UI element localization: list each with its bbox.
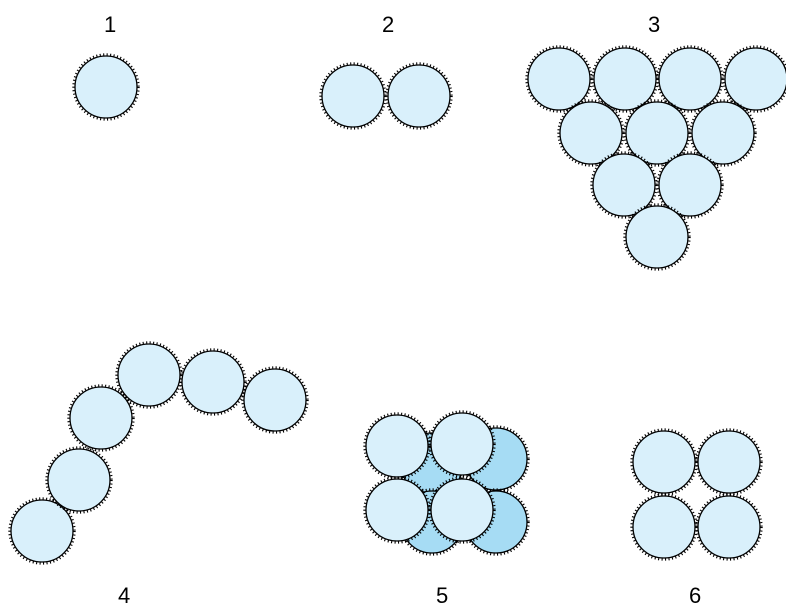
panel-5-sphere-icon-1 — [365, 414, 429, 478]
panel-5-sphere-icon-2 — [430, 412, 494, 476]
panel-2-label: 2 — [382, 12, 395, 37]
panel-3-sphere-icon-7-rim — [689, 99, 757, 167]
panel-4-sphere-icon-2 — [47, 448, 111, 512]
panel-2-sphere-icon-1 — [321, 64, 385, 128]
panel-6-sphere-icon-4 — [697, 495, 761, 559]
panel-3-sphere-icon-9 — [658, 153, 722, 217]
panel-4-sphere-icon-5 — [181, 350, 245, 414]
panel-3-sphere-icon-9-rim — [656, 151, 724, 219]
panel-3-sphere-icon-10-rim — [623, 203, 691, 271]
panel-6-sphere-icon-4-rim — [695, 493, 763, 561]
panel-4-sphere-icon-3 — [69, 386, 133, 450]
panel-4-sphere-icon-5-rim — [179, 348, 247, 416]
panel-4-sphere-icon-6-rim — [241, 366, 309, 434]
panel-5-sphere-icon-4-rim — [428, 476, 496, 544]
panel-4-sphere-icon-4 — [117, 343, 181, 407]
panel-3-sphere-icon-10 — [625, 205, 689, 269]
panel-1-sphere-icon-1-rim — [72, 53, 140, 121]
panel-4-sphere-icon-1-rim — [8, 497, 76, 565]
panel-6-sphere-icon-2-rim — [695, 428, 763, 496]
panel-6-sphere-icon-2 — [697, 430, 761, 494]
panel-3-sphere-icon-4-rim — [722, 45, 786, 113]
panel-1-sphere-icon-1 — [74, 55, 138, 119]
panel-2-sphere-icon-2-rim — [385, 62, 453, 130]
panel-3-sphere-icon-4 — [724, 47, 786, 111]
panel-5-label: 5 — [436, 583, 449, 608]
panel-6-circles — [630, 428, 763, 561]
panel-1-circles — [72, 53, 140, 121]
panel-6-label: 6 — [689, 583, 702, 608]
panel-4-sphere-icon-1 — [10, 499, 74, 563]
panel-3-sphere-icon-8-rim — [590, 151, 658, 219]
panel-4-circles — [8, 341, 309, 565]
panel-3-sphere-icon-1 — [527, 47, 591, 111]
panel-3-sphere-icon-3 — [658, 47, 722, 111]
panel-3-sphere-icon-7 — [691, 101, 755, 165]
panel-5-sphere-icon-3 — [365, 478, 429, 542]
panel-1-label: 1 — [104, 12, 117, 37]
panel-5-circles — [363, 410, 530, 556]
panel-3-sphere-icon-6 — [625, 101, 689, 165]
panel-3-sphere-icon-8 — [592, 153, 656, 217]
panel-3-sphere-icon-5 — [559, 101, 623, 165]
panel-4-sphere-icon-3-rim — [67, 384, 135, 452]
panel-5-sphere-icon-2-rim — [428, 410, 496, 478]
panel-6-sphere-icon-1 — [632, 430, 696, 494]
panel-6-sphere-icon-3 — [632, 495, 696, 559]
panel-4-sphere-icon-6 — [243, 368, 307, 432]
panel-2-circles — [319, 62, 453, 130]
panel-3-label: 3 — [648, 12, 661, 37]
panel-4-label: 4 — [118, 583, 131, 608]
panel-5-sphere-icon-4 — [430, 478, 494, 542]
panel-3-sphere-icon-2 — [593, 47, 657, 111]
panel-3-circles — [525, 45, 786, 271]
panel-2-sphere-icon-2 — [387, 64, 451, 128]
panel-4-sphere-icon-2-rim — [45, 446, 113, 514]
panel-5-sphere-icon-1-rim — [363, 412, 431, 480]
